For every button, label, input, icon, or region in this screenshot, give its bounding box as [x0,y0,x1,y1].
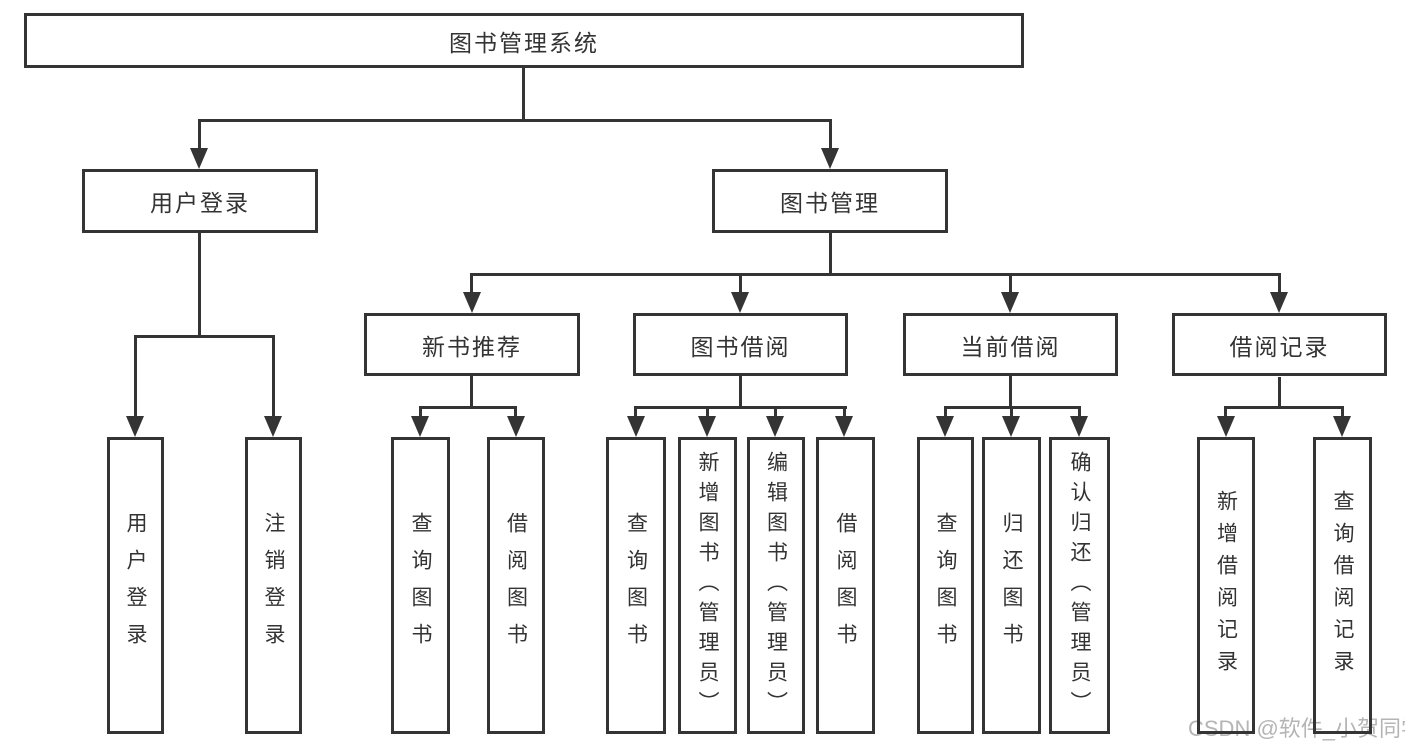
connector-line-vertical [829,119,832,149]
leaf-query-borrow-record: 查询借阅记录 [1313,437,1372,734]
connector-line-horizontal [635,406,847,409]
node-label: 图书管理 [780,190,880,216]
node-label: 查询图书 [409,511,432,660]
connector-line-vertical [1009,273,1012,293]
node-label: 用户登录 [124,511,147,660]
node-label: 用户登录 [150,190,250,216]
node-label: 查询图书 [624,511,648,660]
node-label: 新增借阅记录 [1214,489,1238,682]
leaf-edit-books-admin: 编辑图书（管理员） [747,437,805,734]
connector-line-vertical [1009,376,1012,409]
arrow-down-icon [698,416,716,437]
node-book-borrowing: 图书借阅 [633,313,848,376]
connector-line-horizontal [198,119,832,122]
connector-line-vertical [829,233,832,276]
connector-line-vertical [1278,377,1281,409]
connector-line-horizontal [1225,406,1343,409]
arrow-down-icon [766,416,784,437]
leaf-borrow-books: 借阅图书 [487,437,545,734]
connector-line-vertical [774,406,777,417]
node-label: 借阅图书 [504,511,528,660]
arrow-down-icon [1333,416,1351,437]
connector-line-vertical [272,335,275,416]
arrow-down-icon [1270,292,1288,313]
connector-line-horizontal [470,273,1281,276]
arrow-down-icon [1217,416,1235,437]
connector-line-vertical [198,119,201,149]
connector-line-vertical [1224,406,1227,417]
leaf-query-books-2: 查询图书 [606,437,666,734]
arrow-down-icon [126,416,144,437]
arrow-down-icon [190,148,208,169]
leaf-logout-login: 注销登录 [245,437,302,734]
watermark-text: CSDN @软件_小贺同学 [1188,716,1405,741]
node-label: 查询图书 [934,511,957,660]
connector-line-vertical [944,406,947,417]
arrow-down-icon [731,292,749,313]
connector-line-vertical [514,406,517,417]
connector-line-vertical [634,406,637,417]
node-label: 编辑图书（管理员） [764,450,788,721]
arrow-down-icon [264,416,282,437]
node-label: 图书管理系统 [449,29,599,56]
leaf-return-books: 归还图书 [982,437,1041,734]
leaf-query-books-3: 查询图书 [917,437,974,734]
connector-line-vertical [739,376,742,409]
node-book-management: 图书管理 [712,169,948,233]
connector-line-vertical [843,406,846,417]
leaf-add-borrow-record: 新增借阅记录 [1197,437,1255,734]
node-current-borrowing: 当前借阅 [903,313,1118,376]
node-label: 借阅记录 [1229,333,1330,360]
node-new-book-recommendation: 新书推荐 [364,313,580,376]
connector-line-vertical [198,233,201,338]
node-label: 确认归还（管理员） [1068,450,1091,721]
node-label: 注销登录 [262,511,285,660]
leaf-add-books-admin: 新增图书（管理员） [678,437,737,734]
connector-line-vertical [134,335,137,416]
connector-line-vertical [1078,406,1081,417]
leaf-borrow-books-2: 借阅图书 [816,437,875,734]
arrow-down-icon [411,416,429,437]
connector-line-vertical [1278,273,1281,293]
arrow-down-icon [1070,416,1088,437]
connector-line-vertical [419,406,422,417]
node-label: 新增图书（管理员） [696,450,719,721]
node-label: 当前借阅 [960,333,1061,360]
node-label: 借阅图书 [834,511,857,660]
arrow-down-icon [835,416,853,437]
node-borrowing-records: 借阅记录 [1172,313,1387,376]
connector-line-vertical [1341,406,1344,417]
node-library-management-system: 图书管理系统 [24,13,1024,68]
node-label: 图书借阅 [690,333,791,360]
arrow-down-icon [627,416,645,437]
leaf-query-books: 查询图书 [391,437,450,734]
node-label: 归还图书 [1000,511,1023,660]
arrow-down-icon [1001,292,1019,313]
connector-line-vertical [706,406,709,417]
connector-line-vertical [522,68,525,122]
connector-line-vertical [470,376,473,409]
leaf-user-login: 用户登录 [107,437,164,734]
connector-line-vertical [739,273,742,293]
node-user-login: 用户登录 [82,169,318,233]
node-label: 查询借阅记录 [1331,489,1354,682]
node-label: 新书推荐 [422,333,522,360]
arrow-down-icon [507,416,525,437]
connector-line-horizontal [134,335,275,338]
connector-line-vertical [1010,406,1013,417]
arrow-down-icon [1002,416,1020,437]
arrow-down-icon [463,292,481,313]
arrow-down-icon [821,148,839,169]
connector-line-vertical [470,273,473,293]
leaf-confirm-return-admin: 确认归还（管理员） [1049,437,1110,734]
connector-line-horizontal [419,406,517,409]
arrow-down-icon [936,416,954,437]
